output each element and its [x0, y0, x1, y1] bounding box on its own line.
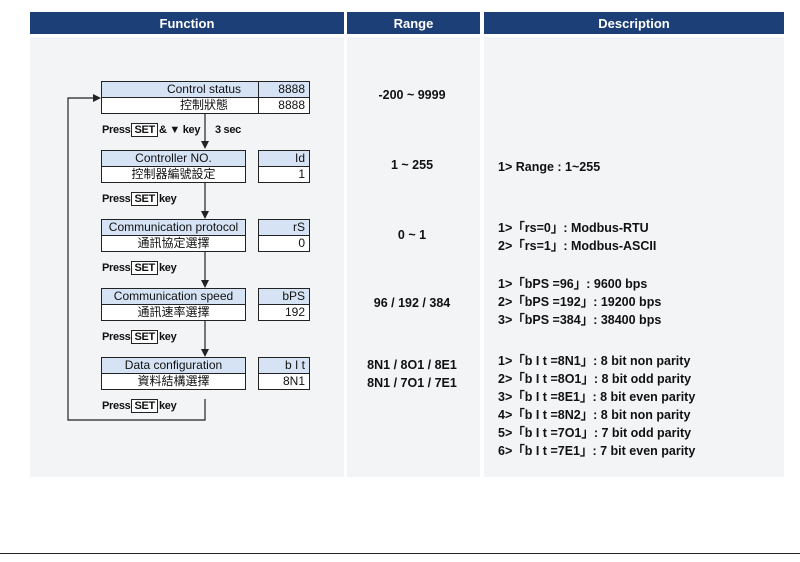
step-speed-display: bPS 192: [258, 288, 310, 321]
desc-protocol: 1>「rs=0」: Modbus-RTU 2>「rs=1」: Modbus-AS…: [498, 219, 656, 255]
desc-line: 1> Range : 1~255: [498, 160, 601, 174]
step-label-zh: 通訊協定選擇: [137, 236, 210, 250]
step-data-config-box: Data configuration 資料結構選擇: [101, 357, 246, 390]
desc-line: 5>「b I t =7O1」: 7 bit odd parity: [498, 426, 692, 440]
set-key: SET: [131, 123, 158, 137]
desc-line: 3>「bPS =384」: 38400 bps: [498, 313, 662, 327]
press-suffix: key: [158, 331, 177, 343]
display-code: rS: [259, 220, 309, 236]
press-text: Press: [102, 331, 131, 343]
desc-line: 2>「rs=1」: Modbus-ASCII: [498, 239, 657, 253]
display-value: 0: [298, 236, 305, 250]
press-text: Press: [102, 124, 131, 136]
set-key: SET: [131, 192, 158, 206]
desc-line: 1>「b I t =8N1」: 8 bit non parity: [498, 354, 691, 368]
desc-line: 4>「b I t =8N2」: 8 bit non parity: [498, 408, 691, 422]
bottom-divider: [0, 553, 800, 554]
press-suffix: key: [158, 193, 177, 205]
press-and-key: & ▼ key: [158, 124, 201, 136]
step-label-en: Communication protocol: [102, 220, 245, 236]
step-label-en: Control status: [102, 82, 306, 98]
step-label-en: Controller NO.: [102, 151, 245, 167]
description-panel: [484, 37, 784, 477]
desc-data-config: 1>「b I t =8N1」: 8 bit non parity 2>「b I …: [498, 352, 695, 460]
step-control-status-display: 8888 8888: [258, 81, 310, 114]
step-label-zh: 控制器編號設定: [131, 167, 216, 181]
display-code: bPS: [259, 289, 309, 305]
step-data-config-display: b I t 8N1: [258, 357, 310, 390]
step-label-en: Data configuration: [102, 358, 245, 374]
step-protocol-display: rS 0: [258, 219, 310, 252]
step-label-zh: 控制狀態: [179, 98, 228, 112]
desc-line: 1>「bPS =96」: 9600 bps: [498, 277, 648, 291]
set-key: SET: [131, 261, 158, 275]
desc-line: 3>「b I t =8E1」: 8 bit even parity: [498, 390, 696, 404]
step-controller-no-display: Id 1: [258, 150, 310, 183]
set-key: SET: [131, 330, 158, 344]
step-controller-no-box: Controller NO. 控制器編號設定: [101, 150, 246, 183]
set-key: SET: [131, 399, 158, 413]
press-text: Press: [102, 400, 131, 412]
desc-controller-no: 1> Range : 1~255: [498, 158, 600, 176]
range-control-status: -200 ~ 9999: [378, 88, 446, 102]
step-speed-box: Communication speed 通訊速率選擇: [101, 288, 246, 321]
header-range: Range: [347, 12, 480, 34]
step-protocol-box: Communication protocol 通訊協定選擇: [101, 219, 246, 252]
desc-line: 2>「b I t =8O1」: 8 bit odd parity: [498, 372, 692, 386]
range-controller-no: 1 ~ 255: [390, 158, 434, 172]
step-label-zh: 資料結構選擇: [137, 374, 210, 388]
header-description: Description: [484, 12, 784, 34]
display-value: 192: [284, 305, 305, 319]
step-label-zh: 通訊速率選擇: [137, 305, 210, 319]
desc-line: 6>「b I t =7E1」: 7 bit even parity: [498, 444, 696, 458]
press-text: Press: [102, 193, 131, 205]
display-value: 8N1: [282, 374, 305, 388]
press-suffix: key: [158, 400, 177, 412]
display-code: Id: [259, 151, 309, 167]
desc-speed: 1>「bPS =96」: 9600 bps 2>「bPS =192」: 1920…: [498, 275, 661, 329]
step-label-en: Communication speed: [102, 289, 245, 305]
display-value: 8888: [278, 98, 305, 112]
display-code: 8888: [259, 82, 309, 98]
press-suffix: key: [158, 262, 177, 274]
press-time: 3 sec: [214, 124, 241, 136]
desc-line: 2>「bPS =192」: 19200 bps: [498, 295, 662, 309]
range-data-config-1: 8N1 / 8O1 / 8E1: [367, 358, 457, 372]
range-panel: [347, 37, 480, 477]
press-text: Press: [102, 262, 131, 274]
range-speed: 96 / 192 / 384: [373, 296, 451, 310]
desc-line: 1>「rs=0」: Modbus-RTU: [498, 221, 649, 235]
header-function: Function: [30, 12, 344, 34]
display-code: b I t: [259, 358, 309, 374]
range-protocol: 0 ~ 1: [397, 228, 427, 242]
display-value: 1: [298, 167, 305, 181]
range-data-config-2: 8N1 / 7O1 / 7E1: [367, 376, 457, 390]
